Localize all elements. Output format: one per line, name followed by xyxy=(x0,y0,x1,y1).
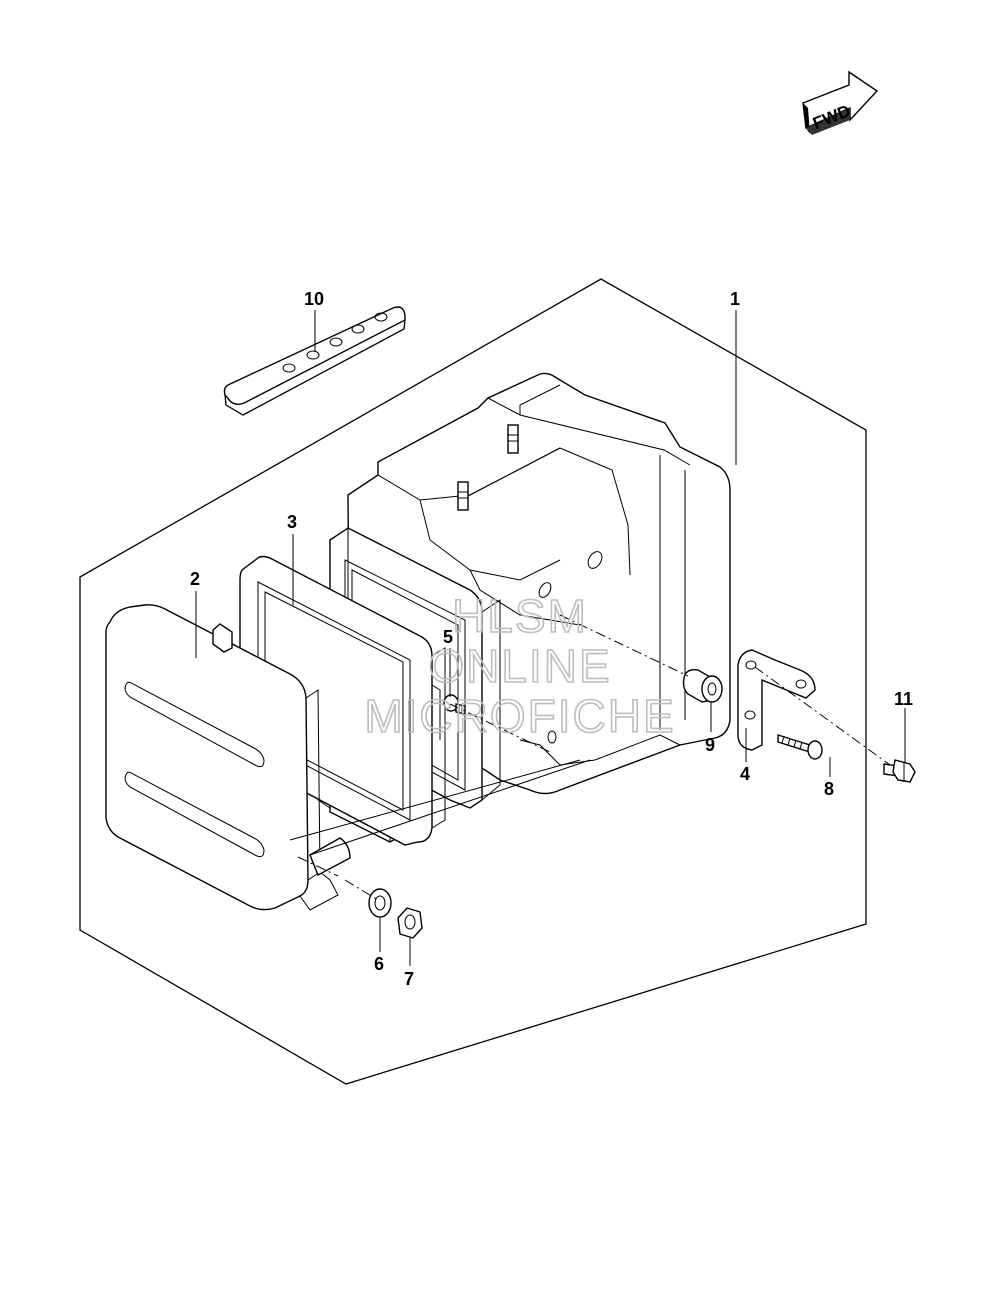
assembly-line xyxy=(754,666,891,766)
callout-8: 8 xyxy=(824,779,834,799)
leader-lines xyxy=(195,310,906,966)
fwd-arrow-icon: FWD xyxy=(802,70,879,135)
bolt-part-8 xyxy=(777,734,823,760)
callout-7: 7 xyxy=(404,969,414,989)
callout-3: 3 xyxy=(287,512,297,532)
plate-part xyxy=(223,306,406,416)
watermark-line-1: HLSM xyxy=(452,590,588,642)
watermark-line-2: ONLINE xyxy=(428,640,611,692)
callout-1: 1 xyxy=(730,289,740,309)
washer-part xyxy=(368,888,392,918)
callout-4: 4 xyxy=(740,764,750,784)
callout-11: 11 xyxy=(894,689,913,709)
assembly-line xyxy=(309,759,591,856)
watermark-line-3: MICROFICHE xyxy=(364,690,675,742)
assembly-line xyxy=(297,856,339,877)
nut-part xyxy=(397,907,423,939)
bracket-part xyxy=(737,649,816,751)
assembly-line xyxy=(289,759,581,841)
callout-labels: 1 2 3 4 5 6 7 8 9 10 11 xyxy=(190,289,913,989)
assembly-outline xyxy=(79,278,867,1085)
assembly-line xyxy=(559,614,689,677)
callout-9: 9 xyxy=(705,735,715,755)
assembly-line xyxy=(449,703,551,753)
bolt-part-11 xyxy=(883,759,916,783)
callout-10: 10 xyxy=(304,289,324,309)
assembly-line xyxy=(344,879,379,901)
grommet-part xyxy=(682,668,723,703)
screw-part xyxy=(443,694,466,715)
callout-2: 2 xyxy=(190,569,200,589)
callout-5: 5 xyxy=(443,627,453,647)
lens-part xyxy=(105,604,351,911)
watermark: HLSM ONLINE MICROFICHE xyxy=(364,589,675,743)
callout-6: 6 xyxy=(374,954,384,974)
